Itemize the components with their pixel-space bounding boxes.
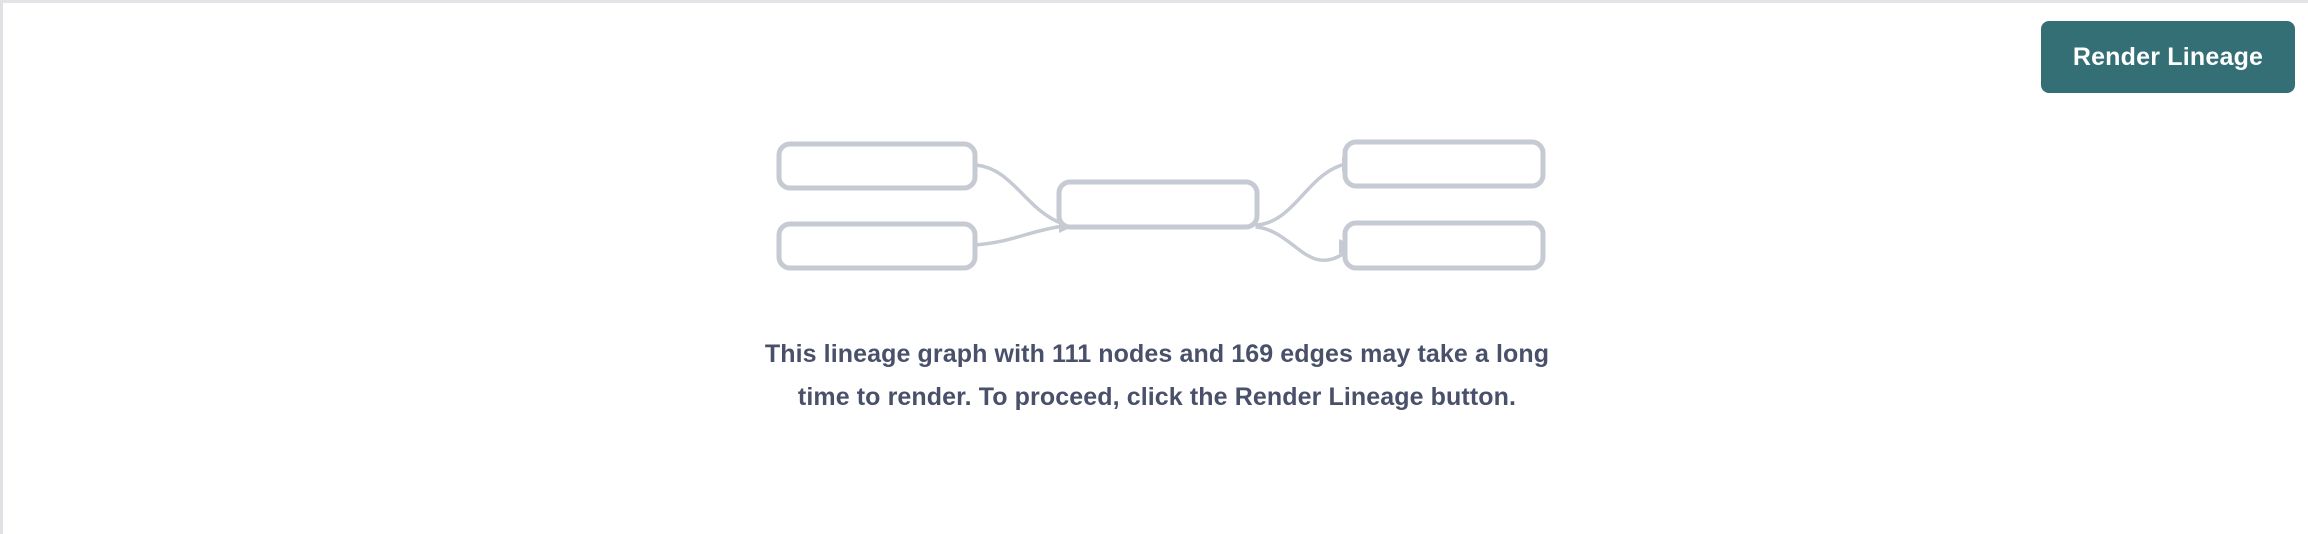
lineage-node-target-1[interactable]	[1342, 139, 1546, 189]
lineage-node-center[interactable]	[1056, 179, 1260, 230]
lineage-warning-message: This lineage graph with 111 nodes and 16…	[764, 340, 1550, 411]
edge-source-1-to-center	[973, 163, 1065, 226]
lineage-node-source-1[interactable]	[776, 141, 978, 191]
edge-center-to-target-1	[1255, 162, 1348, 227]
edge-center-to-target-2	[1255, 225, 1348, 262]
lineage-graph-placeholder	[763, 128, 1563, 288]
lineage-node-target-2[interactable]	[1342, 220, 1546, 271]
edge-source-2-to-center	[973, 224, 1065, 247]
lineage-node-source-2[interactable]	[776, 221, 978, 271]
render-lineage-button[interactable]: Render Lineage	[2041, 21, 2295, 93]
